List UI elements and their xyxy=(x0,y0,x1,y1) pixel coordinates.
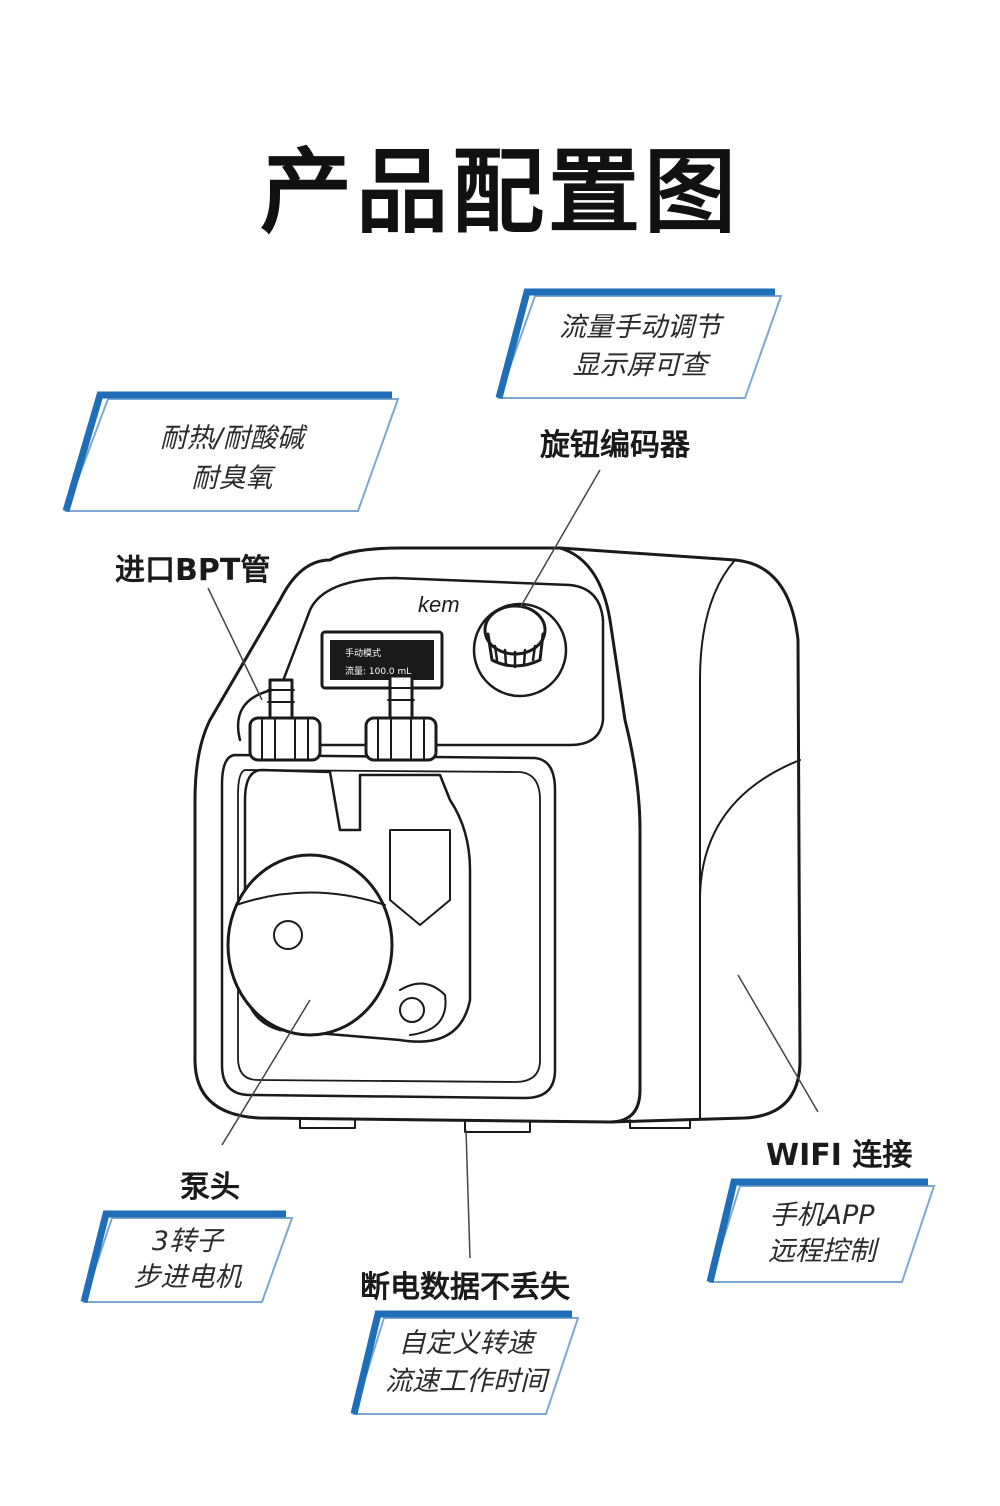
pump-head-card: 3转子 步进电机 xyxy=(80,1210,295,1304)
leader-wifi xyxy=(737,974,819,1113)
screen-line1: 手动模式 xyxy=(345,649,382,659)
screen-line2: 流量: 100.0 mL xyxy=(345,667,412,677)
inlet-card-line1: 耐热/耐酸碱 xyxy=(159,423,305,454)
brand-mark: kem xyxy=(418,592,460,617)
leader-memory xyxy=(465,1129,471,1259)
outlet-fitting xyxy=(364,674,438,762)
display-screen xyxy=(320,630,444,690)
wifi-card: 手机APP 远程控制 xyxy=(706,1178,938,1284)
inlet-card: 耐热/耐酸碱 耐臭氧 xyxy=(62,391,402,513)
memory-card-line2: 流速工作时间 xyxy=(385,1366,547,1397)
pump-head-card-line2: 步进电机 xyxy=(133,1262,242,1293)
memory-card-line1: 自定义转速 xyxy=(398,1328,534,1359)
knob-base xyxy=(472,602,568,698)
rotor-cover xyxy=(226,853,394,1037)
inlet-fitting xyxy=(248,678,322,762)
leader-inlet xyxy=(207,587,263,701)
wifi-card-line1: 手机APP xyxy=(769,1200,875,1231)
leader-pump-head xyxy=(221,999,311,1146)
encoder-card-line1: 流量手动调节 xyxy=(559,312,721,343)
page-title: 产品配置图 xyxy=(259,139,740,246)
memory-label: 断电数据不丢失 xyxy=(360,1270,570,1305)
wifi-card-line2: 远程控制 xyxy=(768,1236,876,1267)
encoder-label: 旋钮编码器 xyxy=(540,428,690,463)
inlet-label: 进口BPT管 xyxy=(115,553,271,588)
housing-side xyxy=(558,546,802,1124)
pump-window xyxy=(220,753,557,1100)
pump-head-label: 泵头 xyxy=(180,1170,240,1205)
memory-card: 自定义转速 流速工作时间 xyxy=(350,1310,582,1416)
housing-side-curve xyxy=(699,759,801,901)
encoder-card-line2: 显示屏可查 xyxy=(572,350,708,381)
pump-head-card-line1: 3转子 xyxy=(151,1226,224,1257)
leader-encoder xyxy=(519,469,601,609)
pump-head-block xyxy=(243,768,472,1043)
housing-front xyxy=(193,546,642,1124)
encoder-card: 流量手动调节 显示屏可查 xyxy=(495,288,785,400)
wifi-label: WIFI 连接 xyxy=(766,1138,913,1173)
housing-side-inner xyxy=(699,559,736,1119)
inlet-card-line2: 耐臭氧 xyxy=(191,463,273,494)
